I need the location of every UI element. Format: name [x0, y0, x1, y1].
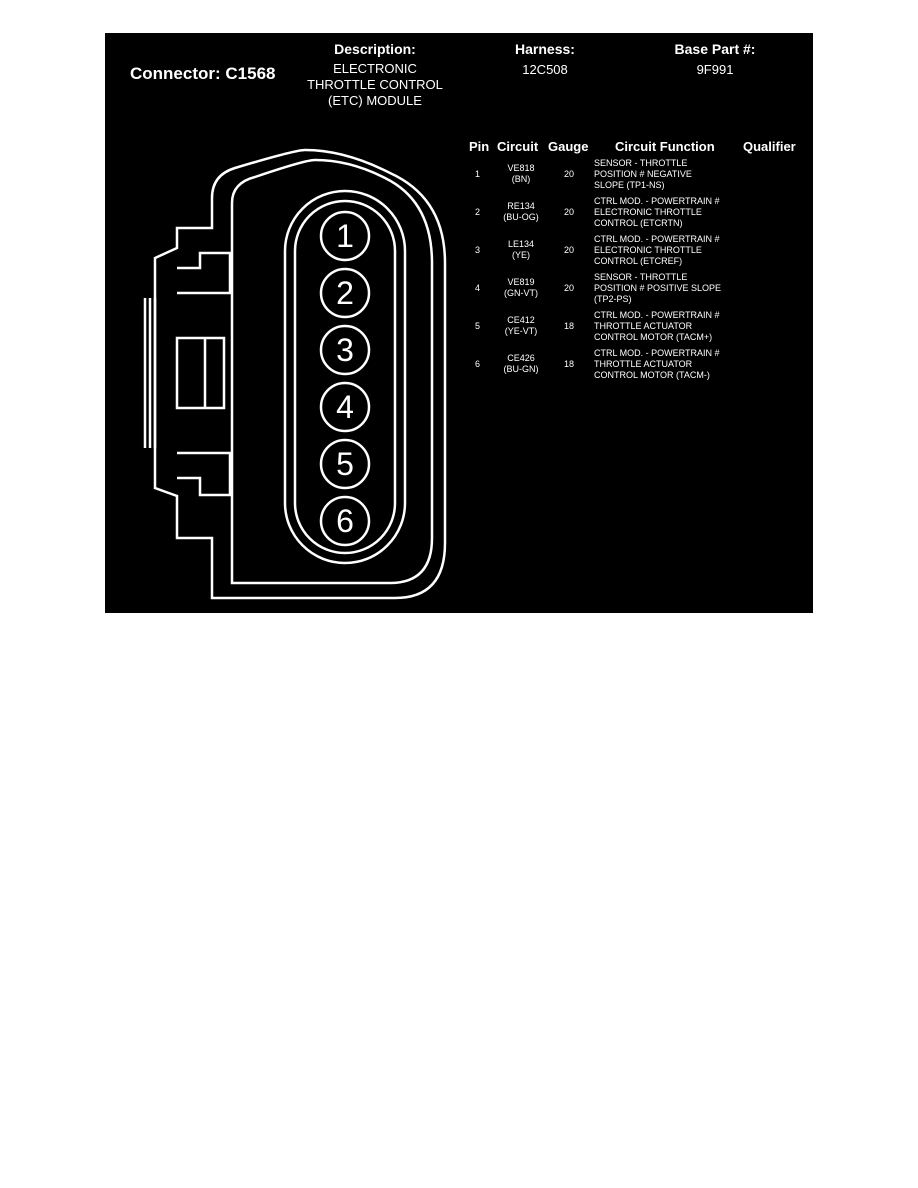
circuit-cell: CE412 (YE-VT) [504, 315, 538, 336]
pin-number-label: 4 [336, 389, 354, 425]
pin-cell: 2 [475, 207, 481, 217]
description-value: ELECTRONIC THROTTLE CONTROL (ETC) MODULE [295, 61, 455, 109]
pin-circle [319, 495, 371, 547]
pin-number-label: 1 [336, 218, 354, 254]
pin-cell: 3 [475, 245, 481, 255]
table-row: 3 LE134 (YE) 20 CTRL MOD. - POWERTRAIN #… [465, 233, 810, 269]
function-cell: CTRL MOD. - POWERTRAIN # THROTTLE ACTUAT… [594, 348, 720, 380]
description-label: Description: [334, 41, 416, 57]
gauge-cell: 18 [563, 359, 574, 369]
latch-notch [177, 251, 232, 497]
gauge-cell: 20 [563, 245, 574, 255]
housing-outline [153, 148, 447, 600]
harness-value: 12C508 [522, 62, 568, 77]
connector-panel: Connector: C1568 Description: ELECTRONIC… [105, 33, 813, 613]
housing-inner-outline [230, 158, 434, 585]
pin-number-label: 2 [336, 275, 354, 311]
function-cell: SENSOR - THROTTLE POSITION # POSITIVE SL… [594, 272, 722, 304]
header-gauge: Gauge [548, 139, 589, 154]
gauge-cell: 18 [563, 321, 574, 331]
pin-circle [319, 267, 371, 319]
pin-capsule-inner [293, 199, 397, 555]
latch-window [175, 336, 226, 410]
pin-circles: 1 2 3 4 5 6 [319, 210, 371, 547]
connector-diagram: 1 2 3 4 5 6 [143, 148, 447, 600]
circuit-cell: RE134 (BU-OG) [503, 201, 539, 222]
header-circuit-function: Circuit Function [615, 139, 715, 154]
pin-cell: 1 [475, 169, 481, 179]
table-row: 4 VE819 (GN-VT) 20 SENSOR - THROTTLE POS… [465, 271, 810, 307]
gauge-cell: 20 [563, 283, 574, 293]
harness-label: Harness: [515, 41, 575, 57]
base-part-label: Base Part #: [674, 41, 756, 57]
base-part-value: 9F991 [696, 62, 734, 77]
header-circuit: Circuit [497, 139, 539, 154]
connector-title: Connector: C1568 [130, 64, 276, 83]
function-cell: SENSOR - THROTTLE POSITION # NEGATIVE SL… [594, 158, 692, 190]
pin-number-label: 3 [336, 332, 354, 368]
pin-number-label: 6 [336, 503, 354, 539]
gauge-cell: 20 [563, 169, 574, 179]
table-row: 6 CE426 (BU-GN) 18 CTRL MOD. - POWERTRAI… [465, 347, 810, 383]
circuit-cell: CE426 (BU-GN) [503, 353, 539, 374]
circuit-cell: LE134 (YE) [507, 239, 535, 260]
table-row: 2 RE134 (BU-OG) 20 CTRL MOD. - POWERTRAI… [465, 195, 810, 231]
pin-circle [319, 324, 371, 376]
pin-cell: 5 [475, 321, 481, 331]
table-row: 1 VE818 (BN) 20 SENSOR - THROTTLE POSITI… [465, 157, 810, 193]
latch-left [143, 298, 157, 448]
pin-cell: 4 [475, 283, 481, 293]
circuit-cell: VE819 (GN-VT) [504, 277, 538, 298]
circuit-cell: VE818 (BN) [507, 163, 535, 184]
pin-number-label: 5 [336, 446, 354, 482]
function-cell: CTRL MOD. - POWERTRAIN # ELECTRONIC THRO… [594, 196, 720, 228]
header-qualifier: Qualifier [743, 139, 796, 154]
pin-cell: 6 [475, 359, 481, 369]
function-cell: CTRL MOD. - POWERTRAIN # ELECTRONIC THRO… [594, 234, 720, 266]
table-row: 5 CE412 (YE-VT) 18 CTRL MOD. - POWERTRAI… [465, 309, 810, 345]
function-cell: CTRL MOD. - POWERTRAIN # THROTTLE ACTUAT… [594, 310, 720, 342]
description-text: ELECTRONIC THROTTLE CONTROL (ETC) MODULE [307, 61, 443, 108]
pin-circle [319, 438, 371, 490]
gauge-cell: 20 [563, 207, 574, 217]
pin-circle [319, 210, 371, 262]
pin-capsule-outer [283, 189, 407, 565]
header-pin: Pin [469, 139, 490, 154]
pin-circle [319, 381, 371, 433]
